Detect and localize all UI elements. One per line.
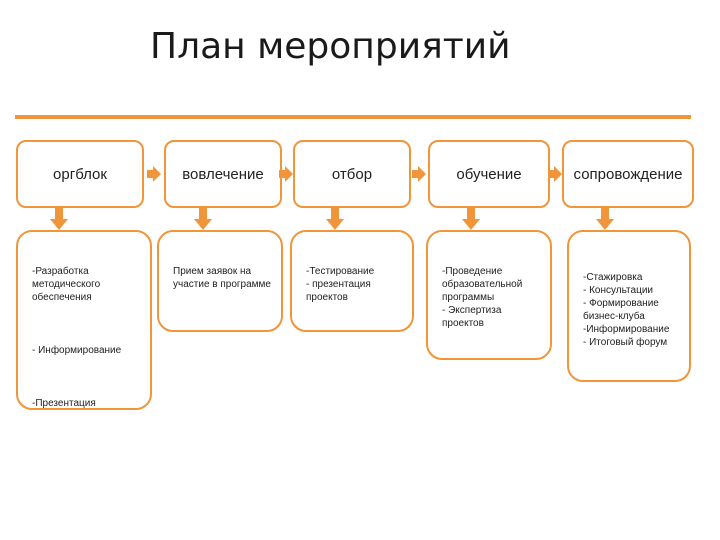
stage-header-soprovozhdenie: сопровождение [562, 140, 694, 208]
stage-header-orgblok: оргблок [16, 140, 144, 208]
stage-details-orgblok: -Разработка методического обеспечения - … [16, 230, 152, 410]
detail-item: -Тестирование - презентация проектов [306, 266, 375, 303]
stage-label: оргблок [53, 165, 107, 183]
arrow-right-icon [279, 166, 293, 182]
arrow-down-icon [462, 208, 480, 230]
arrow-down-icon [596, 208, 614, 230]
stage-details-obuchenie: -Проведение образовательной программы - … [426, 230, 552, 360]
detail-item: -Презентация [32, 398, 96, 409]
detail-item: -Проведение образовательной программы - … [442, 266, 523, 329]
stage-label: обучение [456, 165, 522, 183]
stage-label: сопровождение [573, 165, 683, 183]
detail-item: -Разработка методического обеспечения [32, 266, 101, 303]
arrow-right-icon [548, 166, 562, 182]
stage-label: вовлечение [182, 165, 264, 183]
page-title: План мероприятий [150, 26, 511, 67]
arrow-right-icon [147, 166, 161, 182]
stage-header-vovlechenie: вовлечение [164, 140, 282, 208]
detail-item: -Стажировка - Консультации - Формировани… [583, 272, 670, 348]
arrow-down-icon [326, 208, 344, 230]
stage-details-soprovozhdenie: -Стажировка - Консультации - Формировани… [567, 230, 691, 382]
arrow-down-icon [194, 208, 212, 230]
stage-label: отбор [331, 165, 373, 183]
stage-header-obuchenie: обучение [428, 140, 550, 208]
stage-header-otbor: отбор [293, 140, 411, 208]
arrow-right-icon [412, 166, 426, 182]
stage-details-vovlechenie: Прием заявок на участие в программе [157, 230, 283, 332]
stage-details-otbor: -Тестирование - презентация проектов [290, 230, 414, 332]
detail-item: - Информирование [32, 345, 122, 356]
title-divider [15, 115, 691, 119]
detail-item: Прием заявок на участие в программе [173, 266, 271, 290]
arrow-down-icon [50, 208, 68, 230]
